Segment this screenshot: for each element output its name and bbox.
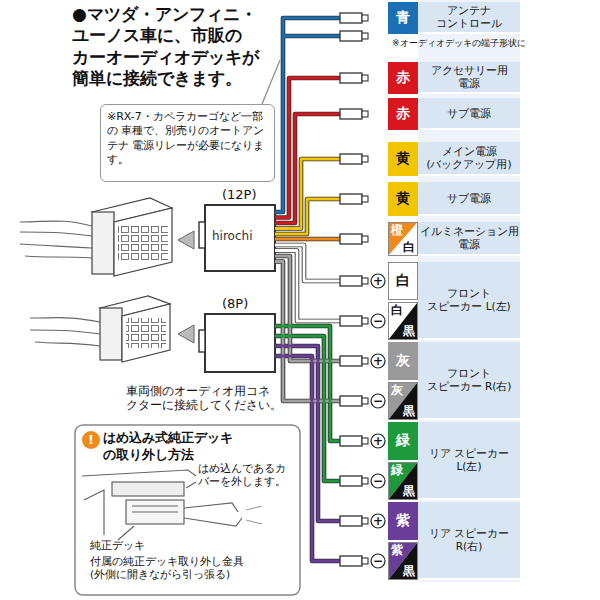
tag-color-word: 紫 — [391, 544, 403, 557]
wire-color-tag: 白黒 — [388, 302, 418, 340]
function-text: フロント スピーカー R(右) — [421, 367, 517, 392]
polarity-sign: + — [371, 274, 385, 288]
tag-color-word: 黒 — [403, 405, 415, 418]
note-text: ※RX-7・カペラカーゴなど一部の 車種で、別売りのオートアンテナ 電源リレーが… — [107, 110, 268, 167]
tag-color-word: 白 — [396, 272, 410, 290]
wire-color-tag: 黄 — [388, 142, 418, 176]
wire-color-tag: 紫 — [388, 502, 418, 540]
tag-color-word: 青 — [396, 9, 410, 27]
wire-color-tag: 緑黒 — [388, 462, 418, 500]
tag-color-word: 紫 — [396, 512, 410, 530]
tag-color-word: 黒 — [403, 565, 415, 578]
part-name: 純正デッキ — [90, 539, 180, 552]
tag-color-word: 黒 — [403, 325, 415, 338]
wire-color-tag: 灰黒 — [388, 382, 418, 420]
tag-color-word: 黒 — [403, 485, 415, 498]
tag-color-word: 灰 — [396, 352, 410, 370]
function-label: サブ電源 — [418, 98, 520, 130]
function-label: リア スピーカー R(右) — [418, 502, 520, 580]
wire-color-tag: 赤 — [388, 98, 418, 130]
function-text: リア スピーカー L(左) — [421, 447, 517, 472]
warning-mark: ! — [82, 431, 100, 449]
function-text: アンテナ コントロール — [421, 4, 517, 29]
page-title: ●マツダ・アンフィニ・ ユーノス車に、市販の カーオーディオデッキが 簡単に接続… — [72, 4, 280, 89]
tag-color-word: 黄 — [396, 190, 410, 208]
wire-color-tag: 赤 — [388, 62, 418, 94]
wire-color-tag: 灰 — [388, 342, 418, 380]
tag-color-word: 白 — [391, 304, 403, 317]
step-note: はめ込んであるカ バーを外します。 — [198, 462, 296, 488]
instruction-note: 車両側のオーディオ用コネ クターに接続してください。 — [126, 384, 294, 413]
polarity-sign: − — [371, 394, 385, 408]
tag-color-word: 橙 — [391, 224, 403, 237]
panel-heading: はめ込み式純正デッキ の取り外し方法 — [103, 430, 292, 464]
wire-color-tag: 紫黒 — [388, 542, 418, 580]
terminal-note: ※オーディオデッキの端子形状に — [392, 38, 597, 49]
polarity-sign: − — [371, 314, 385, 328]
polarity-sign: + — [371, 354, 385, 368]
function-label: サブ電源 — [418, 182, 520, 216]
function-text: メイン電源 (バックアップ用) — [421, 145, 517, 170]
tag-color-word: 緑 — [391, 464, 403, 477]
wire-color-tag: 黄 — [388, 182, 418, 216]
polarity-sign: − — [371, 474, 385, 488]
function-label: リア スピーカー L(左) — [418, 422, 520, 500]
polarity-sign: − — [371, 554, 385, 568]
connector-pin-count: (8P) — [222, 296, 274, 312]
part-name: 付属の純正デッキ取り外し金具 (外側に開きながら引っ張る) — [90, 555, 296, 581]
function-label: アンテナ コントロール — [418, 2, 520, 34]
function-label: イルミネーション用 電源 — [418, 222, 520, 256]
function-text: フロント スピーカー L(左) — [421, 287, 517, 312]
function-label: メイン電源 (バックアップ用) — [418, 142, 520, 176]
wire-color-tag: 緑 — [388, 422, 418, 460]
function-text: イルミネーション用 電源 — [420, 225, 519, 250]
tag-color-word: 白 — [403, 241, 415, 254]
tag-color-word: 赤 — [396, 69, 410, 87]
polarity-sign: + — [371, 434, 385, 448]
wire-color-tag: 橙白 — [388, 222, 418, 256]
wire-color-tag: 白 — [388, 262, 418, 300]
note-callout: ※RX-7・カペラカーゴなど一部の 車種で、別売りのオートアンテナ 電源リレーが… — [100, 104, 275, 182]
polarity-sign: + — [371, 514, 385, 528]
tag-color-word: 赤 — [396, 105, 410, 123]
tag-color-word: 緑 — [396, 432, 410, 450]
function-label: フロント スピーカー R(右) — [418, 342, 520, 420]
function-text: リア スピーカー R(右) — [421, 527, 517, 552]
connector-pin-count: (12P) — [222, 187, 274, 203]
function-label: フロント スピーカー L(左) — [418, 262, 520, 340]
function-text: アクセサリー用 電源 — [421, 64, 517, 89]
function-text: サブ電源 — [447, 192, 491, 205]
function-label: アクセサリー用 電源 — [418, 62, 520, 94]
tag-color-word: 灰 — [391, 384, 403, 397]
watermark: hirochi — [212, 229, 270, 244]
function-text: サブ電源 — [447, 107, 491, 120]
tag-color-word: 黄 — [396, 150, 410, 168]
wire-color-tag: 青 — [388, 2, 418, 34]
